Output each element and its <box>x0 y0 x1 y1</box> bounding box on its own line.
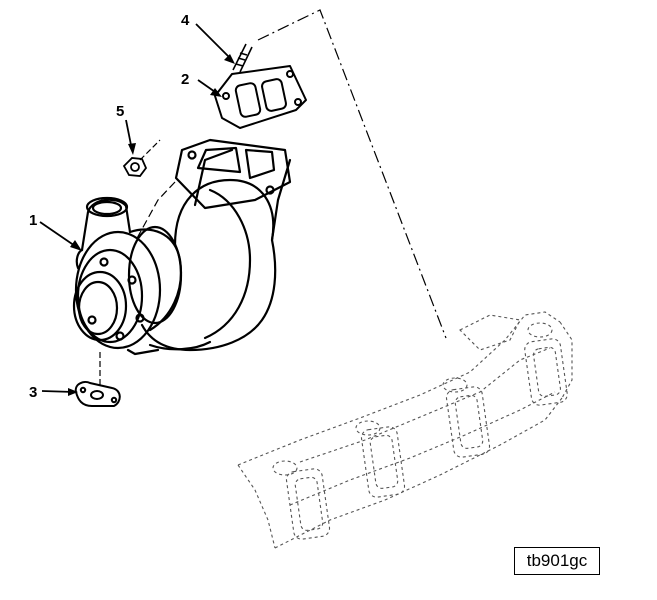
callout-1: 1 <box>29 212 37 229</box>
drain-gasket <box>74 381 121 407</box>
stud <box>232 43 253 73</box>
leader-4 <box>195 23 233 61</box>
callout-4: 4 <box>181 12 190 29</box>
callout-leaders <box>39 23 233 393</box>
figure-tag: tb901gc <box>514 547 600 575</box>
callout-5: 5 <box>116 103 124 120</box>
callout-2: 2 <box>181 71 189 88</box>
callout-arrowheads <box>68 54 235 396</box>
turbocharger <box>72 138 292 356</box>
callout-3: 3 <box>29 384 37 401</box>
leader-1 <box>39 221 79 249</box>
exhaust-manifold-phantom <box>237 311 573 549</box>
assembly-lines <box>99 9 447 385</box>
nut <box>122 157 148 177</box>
exhaust-gasket <box>214 65 307 129</box>
